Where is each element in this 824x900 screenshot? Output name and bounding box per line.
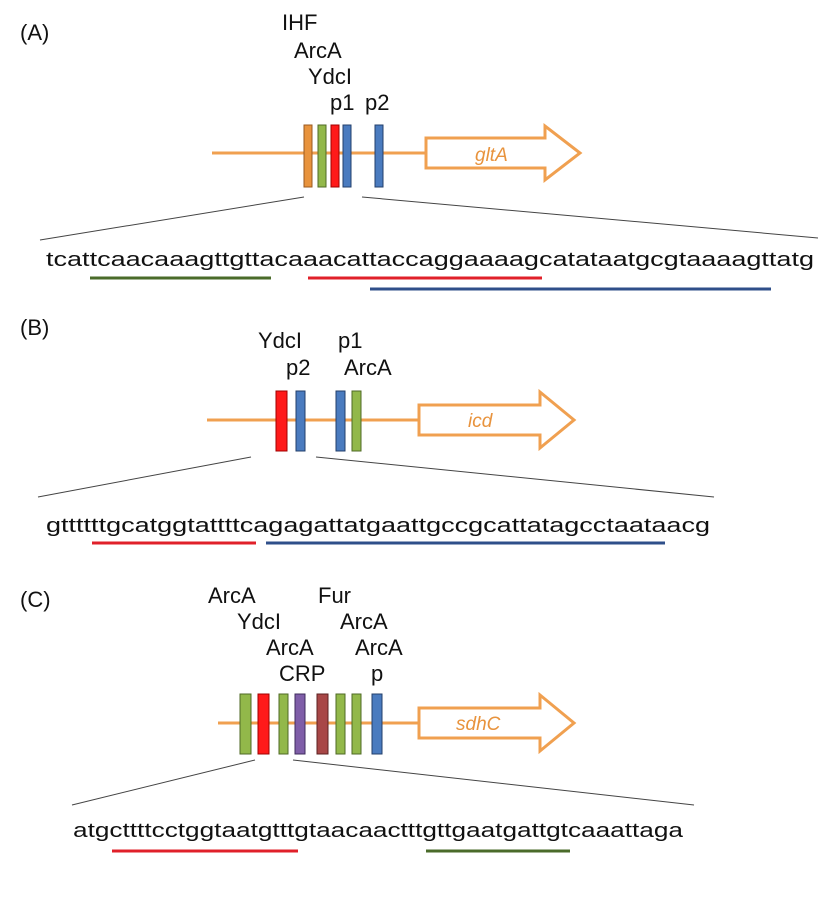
panel-c-gene-label: sdhC (456, 714, 501, 735)
panel-b-zoom-line-right (315, 456, 715, 498)
panel-a-gene-label: gltA (475, 145, 508, 166)
panel-b-label-p1: p1 (338, 328, 362, 353)
panel-c-label-crp: CRP (279, 661, 325, 686)
panel-b-gene-label: icd (468, 411, 494, 432)
panel-c-arca-box-1 (239, 693, 252, 755)
panel-c-ydci-box (257, 693, 270, 755)
panel-c-label-arca-1: ArcA (208, 583, 256, 608)
panel-c-gene-arrow (417, 691, 577, 755)
panel-a-p2-box (374, 124, 384, 188)
panel-a-sequence: tcattcaacaaagttgttacaaacattaccaggaaaagca… (46, 249, 814, 271)
panel-a-ydci-box (330, 124, 340, 188)
panel-a-label-ydci: YdcI (308, 64, 352, 89)
panel-b-arca-box (351, 390, 362, 452)
panel-a-label-ihf: IHF (282, 10, 317, 35)
panel-b-tag: (B) (20, 315, 49, 340)
panel-c-arca-box-4 (351, 693, 362, 755)
panel-c-tag: (C) (20, 587, 51, 612)
panel-c-zoom-line-left (71, 759, 256, 806)
panel-c-zoom-line-right (292, 759, 695, 806)
panel-a-label-p2: p2 (365, 90, 389, 115)
panel-a-zoom-line-right (361, 196, 819, 239)
panel-c-crp-box (294, 693, 306, 755)
panel-b-zoom-line-left (37, 456, 252, 498)
panel-c-arca-box-2 (278, 693, 289, 755)
panel-c-fur-box (316, 693, 329, 755)
panel-c-label-ydci: YdcI (237, 609, 281, 634)
panel-b-p2-box (295, 390, 306, 452)
panel-b-label-ydci: YdcI (258, 328, 302, 353)
panel-a-label-p1: p1 (330, 90, 354, 115)
panel-b-sequence: gttttttgcatggtattttcagagattatgaattgccgca… (46, 515, 710, 537)
panel-a-arca-box (317, 124, 327, 188)
panel-a-zoom-line-left (39, 196, 305, 241)
panel-c-label-arca-4: ArcA (355, 635, 403, 660)
panel-c-label-fur: Fur (318, 583, 351, 608)
panel-b: (B) YdcI p1 p2 ArcA icd gttttttgcatggtat… (20, 315, 715, 545)
panel-b-label-p2: p2 (286, 355, 310, 380)
panel-c: (C) ArcA Fur YdcI ArcA ArcA ArcA CRP p s… (20, 583, 695, 853)
panel-c-sequence: atgcttttcctggtaatgtttgtaacaactttgttgaatg… (73, 820, 684, 842)
panel-c-p-box (371, 693, 383, 755)
panel-c-arca-box-3 (335, 693, 346, 755)
panel-c-label-arca-3: ArcA (266, 635, 314, 660)
panel-a-label-arca: ArcA (294, 38, 342, 63)
panel-a-ihf-box (303, 124, 313, 188)
panel-a-gene-arrow (424, 122, 583, 184)
panel-b-gene-arrow (417, 388, 577, 452)
panel-b-label-arca: ArcA (344, 355, 392, 380)
panel-a: (A) IHF ArcA YdcI p1 p2 gltA tcattcaacaa… (20, 10, 819, 291)
panel-b-ydci-box (275, 390, 288, 452)
panel-c-label-arca-2: ArcA (340, 609, 388, 634)
panel-a-tag: (A) (20, 20, 49, 45)
panel-c-label-p: p (371, 661, 383, 686)
panel-b-p1-box (335, 390, 346, 452)
panel-a-p1-box (342, 124, 352, 188)
